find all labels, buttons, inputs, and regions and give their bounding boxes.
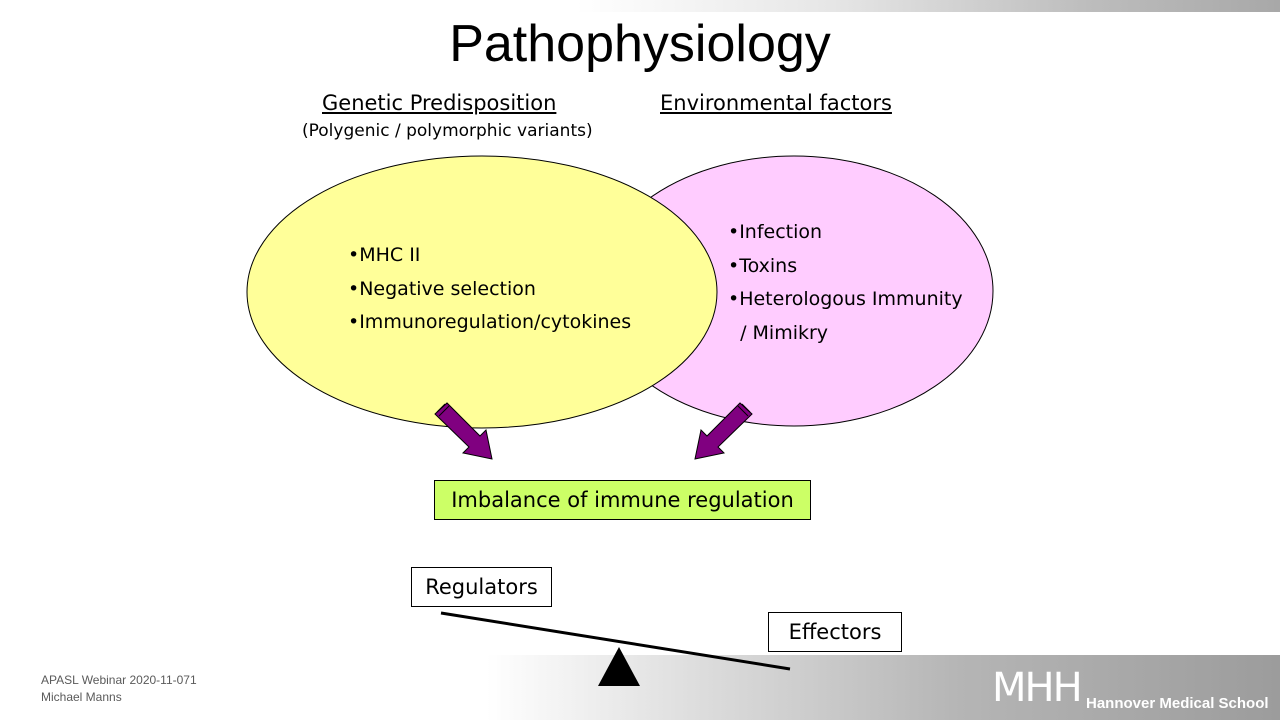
- environmental-heading: Environmental factors: [660, 91, 892, 115]
- environmental-item: •Heterologous Immunity: [728, 288, 963, 310]
- balance-fulcrum: [598, 647, 640, 686]
- top-gradient-band: [0, 0, 1280, 12]
- bottom-gradient-band: [0, 655, 1280, 720]
- logo-text: Hannover Medical School: [1086, 695, 1269, 712]
- genetic-item: •Negative selection: [348, 277, 536, 300]
- footer: APASL Webinar 2020-11-071 Michael Manns: [41, 672, 197, 706]
- footer-line: Michael Manns: [41, 690, 122, 704]
- footer-line: APASL Webinar 2020-11-071: [41, 673, 197, 687]
- environmental-item: / Mimikry: [728, 321, 829, 344]
- mhh-logo: MHH: [992, 665, 1083, 711]
- slide-title: Pathophysiology: [449, 15, 831, 73]
- environmental-item: •Infection: [728, 221, 823, 243]
- environmental-list: •Infection •Toxins •Heterologous Immunit…: [728, 216, 963, 350]
- genetic-heading: Genetic Predisposition: [322, 91, 557, 115]
- balance-beam: [440, 611, 791, 671]
- genetic-item: •Immunoregulation/cytokines: [348, 311, 632, 333]
- imbalance-box: Imbalance of immune regulation: [434, 480, 811, 520]
- regulators-box: Regulators: [411, 567, 552, 607]
- effectors-box: Effectors: [768, 612, 902, 652]
- genetic-list: •MHC II •Negative selection •Immunoregul…: [348, 239, 631, 340]
- genetic-subheading: (Polygenic / polymorphic variants): [302, 121, 593, 141]
- right-arrow: [694, 402, 753, 460]
- left-arrow: [434, 402, 493, 460]
- genetic-ellipse: [246, 155, 718, 429]
- genetic-item: •MHC II: [348, 244, 421, 266]
- environmental-item: •Toxins: [728, 254, 798, 277]
